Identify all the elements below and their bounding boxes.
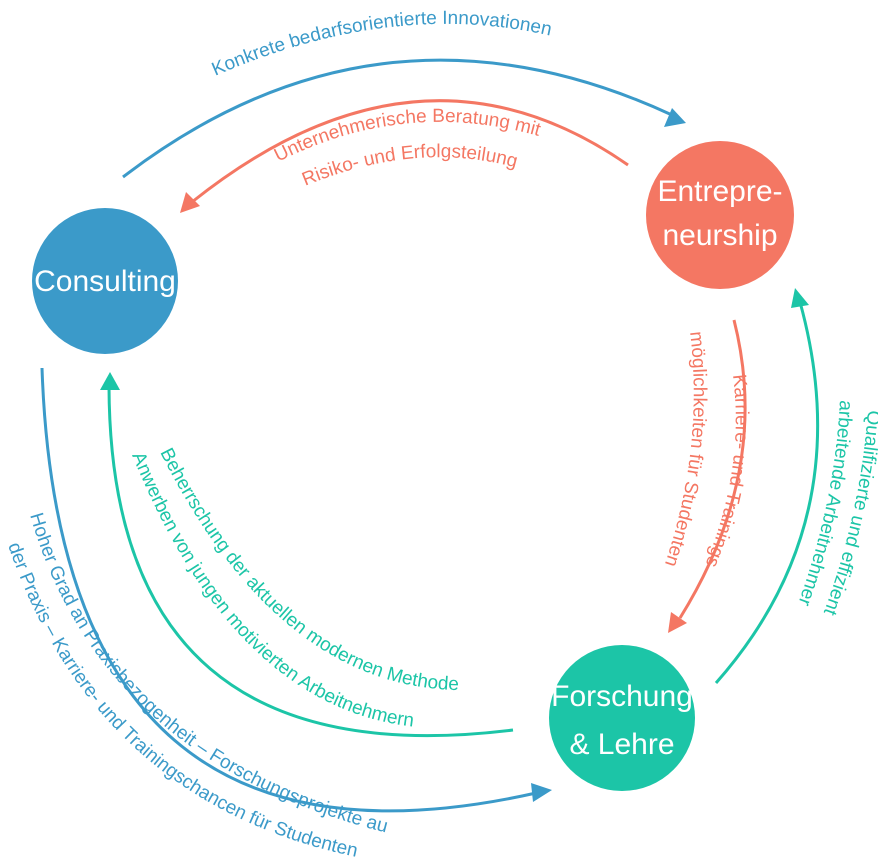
arc-label-top-inner-2-text: Risiko- und Erfolgsteilung bbox=[299, 141, 520, 190]
node-entrepreneurship-label-line2: neurship bbox=[662, 219, 777, 252]
node-consulting-label: Consulting bbox=[34, 265, 176, 298]
arc-top-outer bbox=[122, 58, 673, 179]
arc-label-right-inner-2-text: möglichkeiten für Studenten bbox=[660, 330, 710, 569]
arc-label-top-inner-2: Risiko- und Erfolgsteilung bbox=[299, 141, 520, 190]
arc-label-top-outer-text: Konkrete bedarfsorientierte Innovationen bbox=[209, 8, 554, 81]
arrowhead-left-inner bbox=[100, 372, 120, 390]
node-forschung-label-line1: Forschung bbox=[551, 680, 693, 713]
node-entrepreneurship-label-line1: Entrepre- bbox=[657, 175, 782, 208]
node-entrepreneurship: Entrepre- neurship bbox=[646, 141, 794, 289]
arrowhead-top-outer bbox=[664, 108, 686, 127]
arrowhead-right-outer bbox=[791, 288, 809, 308]
arc-top-inner bbox=[191, 99, 629, 204]
arrowhead-left-outer bbox=[531, 783, 552, 802]
node-forschung-lehre: Forschung & Lehre bbox=[549, 645, 695, 791]
arc-left-inner bbox=[107, 385, 514, 738]
arc-right-outer bbox=[714, 301, 820, 684]
arc-right-inner bbox=[678, 319, 747, 619]
arc-label-top-outer: Konkrete bedarfsorientierte Innovationen bbox=[209, 8, 554, 81]
node-forschung-label-line2: & Lehre bbox=[569, 728, 674, 761]
arc-left-outer bbox=[40, 367, 537, 813]
node-consulting: Consulting bbox=[32, 208, 178, 354]
arc-label-right-inner-2: möglichkeiten für Studenten bbox=[660, 330, 710, 569]
arrowhead-top-inner bbox=[180, 192, 200, 213]
arrowhead-right-inner bbox=[668, 612, 687, 633]
